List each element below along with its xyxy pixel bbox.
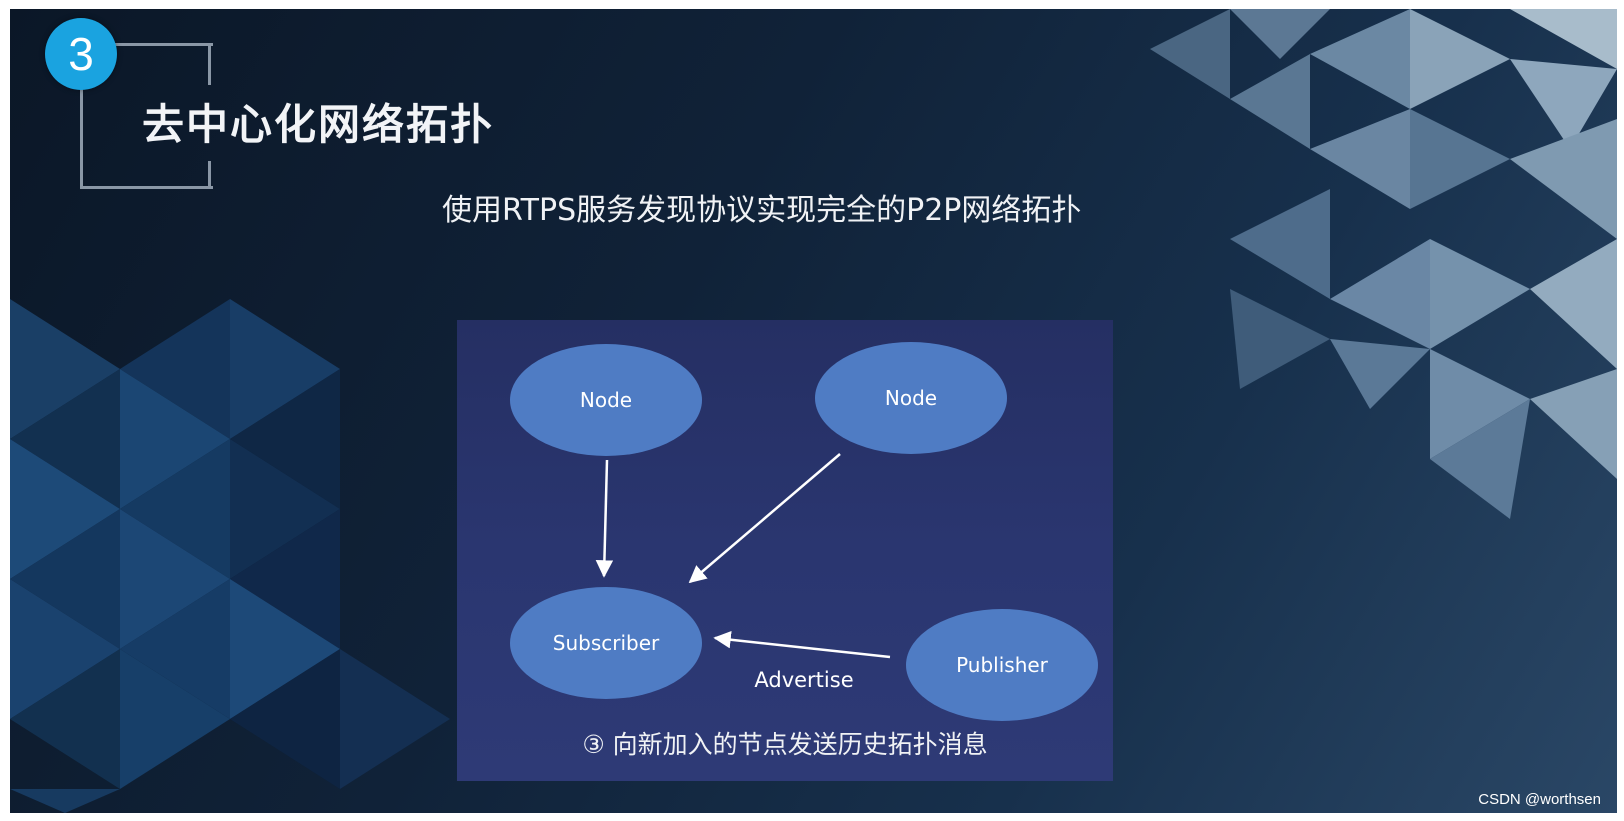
bg-triangle: [120, 579, 230, 719]
slide: 3 去中心化网络拓扑 使用RTPS服务发现协议实现完全的P2P网络拓扑 Node…: [10, 9, 1617, 813]
slide-number-badge: 3: [45, 18, 117, 90]
bg-triangle: [1310, 9, 1410, 109]
title-bracket: [80, 43, 213, 189]
bg-triangle: [1530, 239, 1617, 369]
bg-triangle: [1150, 9, 1230, 99]
right-triangle-pattern: [1150, 9, 1617, 519]
bg-triangle: [340, 649, 450, 789]
bg-triangle: [10, 509, 120, 649]
left-triangle-pattern: [10, 299, 450, 813]
bg-triangle: [10, 789, 120, 813]
bg-triangle: [1410, 9, 1510, 109]
watermark: CSDN @worthsen: [1478, 791, 1601, 808]
publisher-label: Publisher: [956, 653, 1049, 677]
bg-triangle: [230, 509, 340, 649]
subscriber-ellipse: [510, 587, 702, 699]
bg-triangle: [1430, 239, 1530, 349]
bg-triangle: [10, 299, 120, 439]
bg-triangle: [1330, 339, 1430, 409]
node-ellipse: [510, 344, 702, 456]
bg-triangle: [120, 369, 230, 509]
bg-triangle: [1310, 109, 1410, 209]
bg-triangle: [1430, 349, 1530, 459]
bg-triangle: [230, 299, 340, 439]
bg-triangle: [1430, 399, 1530, 519]
bg-triangle: [120, 509, 230, 649]
title-bracket-corner: [208, 43, 211, 85]
bg-triangle: [10, 439, 120, 579]
bg-triangle: [1410, 109, 1510, 209]
edge-node-to-subscriber: [595, 459, 614, 578]
publisher-ellipse: [906, 609, 1098, 721]
edge-node-to-subscriber: [688, 453, 841, 584]
bg-triangle: [1510, 119, 1617, 239]
bg-triangle: [1230, 9, 1330, 59]
bg-triangle: [1230, 54, 1310, 149]
bg-triangle: [10, 579, 120, 719]
bg-triangle: [120, 299, 230, 439]
diagram-panel: Node Node Subscriber Publisher Advertise…: [457, 320, 1113, 781]
diagram-caption: ③ 向新加入的节点发送历史拓扑消息: [582, 730, 988, 759]
bg-triangle: [1330, 239, 1430, 349]
background-triangles: [10, 9, 1617, 813]
bg-triangle: [230, 439, 340, 579]
node-label: Node: [580, 388, 632, 412]
bg-triangle: [10, 649, 120, 789]
network-diagram: Node Node Subscriber Publisher Advertise: [510, 342, 1098, 721]
slide-subtitle: 使用RTPS服务发现协议实现完全的P2P网络拓扑: [442, 193, 1082, 228]
node-ellipse: [815, 342, 1007, 454]
bg-triangle: [230, 369, 340, 509]
bg-triangle: [230, 649, 340, 789]
advertise-label: Advertise: [754, 668, 853, 692]
bg-triangle: [120, 439, 230, 579]
edge-publisher-to-subscriber: [713, 631, 891, 659]
bg-triangle: [1530, 369, 1617, 479]
bg-triangle: [1230, 289, 1330, 389]
bg-triangle: [10, 369, 120, 509]
slide-title: 去中心化网络拓扑: [142, 100, 495, 149]
bg-triangle: [120, 649, 230, 789]
title-bracket-corner: [208, 161, 211, 186]
subscriber-label: Subscriber: [553, 631, 660, 655]
bg-triangle: [1230, 189, 1330, 299]
bg-triangle: [1510, 59, 1617, 149]
bg-triangle: [1510, 9, 1617, 69]
bg-triangle: [230, 579, 340, 719]
node-label: Node: [885, 386, 937, 410]
